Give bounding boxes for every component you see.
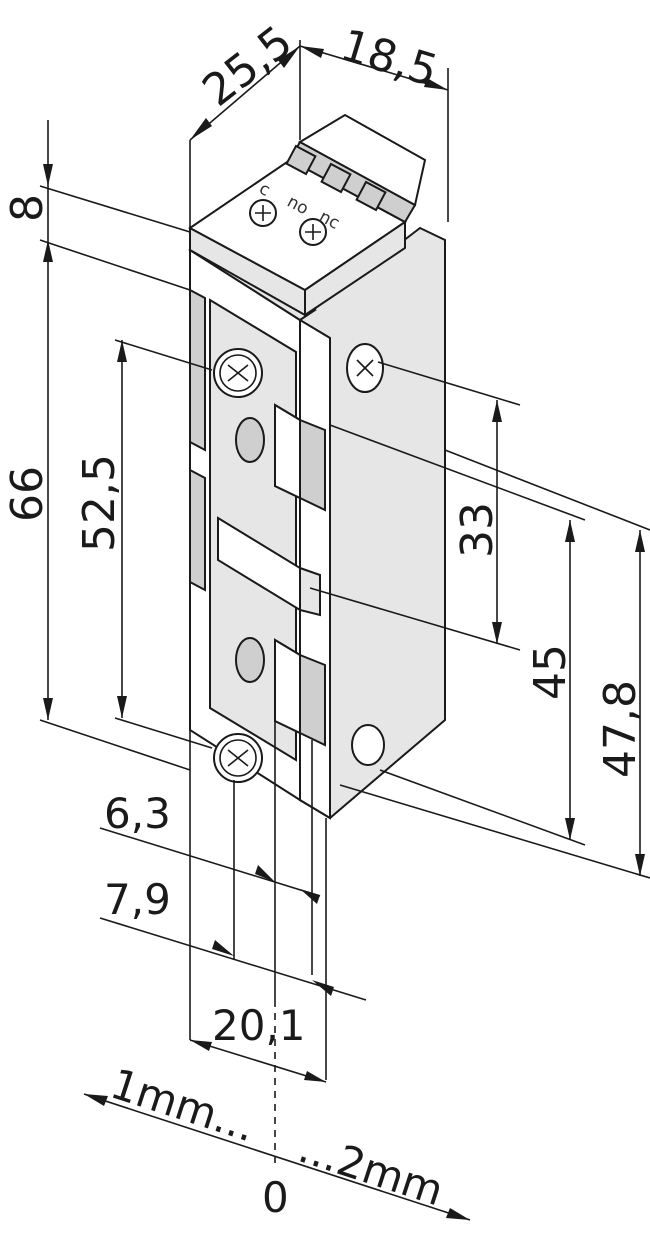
latch-lower-face bbox=[274, 638, 301, 735]
spring-plate-edge bbox=[299, 566, 321, 617]
dim-width-top: 18,5 bbox=[335, 20, 444, 97]
dim-depth: 25,5 bbox=[193, 16, 302, 117]
dimension-lines bbox=[39, 40, 650, 1221]
latch-upper-face bbox=[274, 403, 301, 500]
dim-strike-height: 45 bbox=[525, 644, 576, 700]
screw-side-bottom bbox=[351, 724, 385, 766]
adjustment-right: ...2mm bbox=[293, 1123, 449, 1216]
adjustment-zero: 0 bbox=[262, 1173, 289, 1222]
dim-terminal-height: 8 bbox=[2, 194, 53, 222]
door-opener-body: c no nc bbox=[188, 113, 446, 820]
dim-screw-spacing: 52,5 bbox=[74, 454, 125, 552]
screw-side-top bbox=[346, 343, 384, 393]
terminal-screw-2 bbox=[299, 218, 327, 246]
screw-bottom bbox=[213, 733, 263, 783]
recess-upper-1 bbox=[235, 417, 265, 463]
left-rail-lower bbox=[189, 468, 206, 592]
dim-faceplate-height: 47,8 bbox=[595, 680, 646, 778]
dim-offset-b: 7,9 bbox=[104, 875, 171, 924]
dim-latch-height: 33 bbox=[452, 502, 503, 558]
screw-top bbox=[213, 348, 263, 398]
terminal-screw-1 bbox=[249, 199, 277, 227]
left-rail bbox=[189, 288, 206, 452]
recess-lower-1 bbox=[235, 637, 265, 683]
dim-overall-width: 20,1 bbox=[212, 1001, 306, 1050]
dim-offset-a: 6,3 bbox=[104, 789, 171, 838]
terminal-block: c no nc bbox=[188, 113, 427, 317]
adjustment-left: 1mm... bbox=[105, 1059, 261, 1152]
dim-overall-height: 66 bbox=[2, 466, 53, 522]
